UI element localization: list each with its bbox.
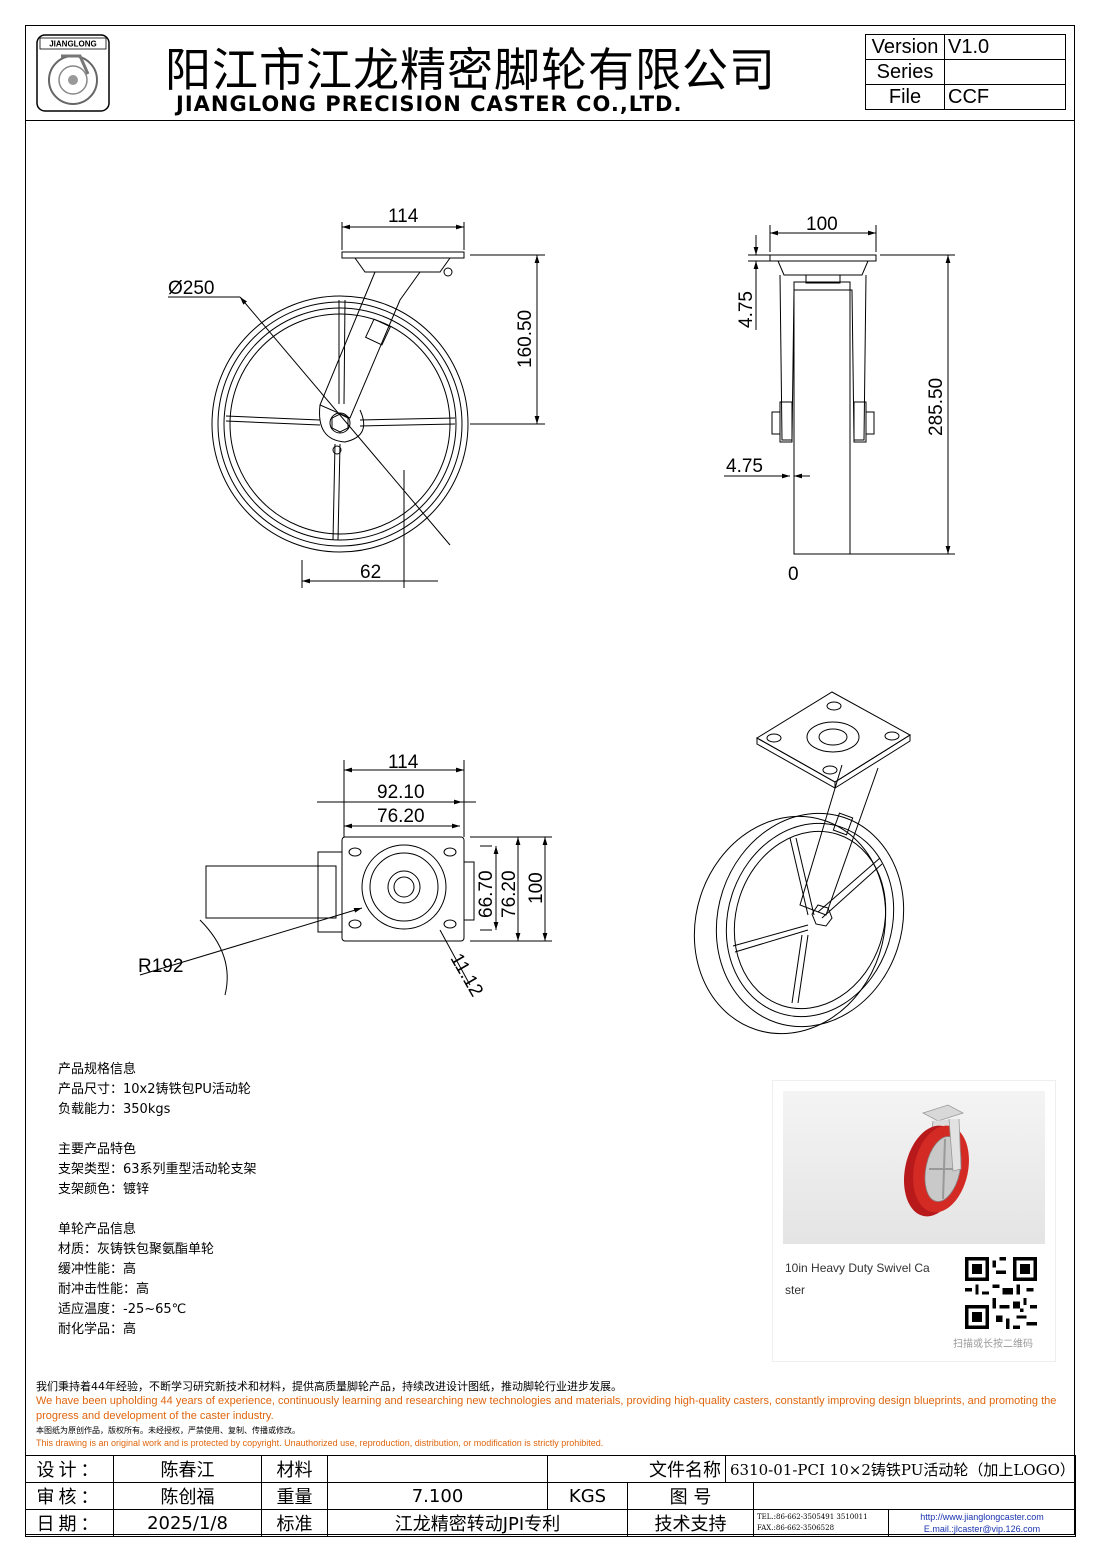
- standard-value: 江龙精密转动JPI专利: [327, 1509, 628, 1537]
- spec-material: 材质：灰铸铁包聚氨酯单轮: [58, 1242, 215, 1257]
- dim-front-offset: 62: [360, 562, 381, 583]
- title-block: 设计： 陈春江 材料 文件名称 6310-01-PCI 10×2铸铁PU活动轮（…: [25, 1455, 1076, 1537]
- material-label: 材料: [261, 1455, 328, 1483]
- technical-drawings: 114 Ø250 160.50 62 100 4.75 285.50 4.75 …: [138, 206, 955, 1035]
- dim-top-92: 92.10: [377, 782, 425, 803]
- standard-label: 标准: [261, 1509, 328, 1537]
- specs-group3-title: 单轮产品信息: [58, 1222, 137, 1237]
- website-link[interactable]: http://www.jianglongcaster.com: [920, 1512, 1044, 1522]
- product-photo: [783, 1091, 1045, 1244]
- contact-phone: TEL.:86-662-3505491 3510011 FAX.:86-662-…: [753, 1509, 889, 1537]
- dim-side-height: 285.50: [926, 378, 947, 436]
- support-label: 技术支持: [627, 1509, 754, 1537]
- fax: FAX.:86-662-3506528: [757, 1524, 835, 1532]
- logo-text: JIANGLONG: [49, 40, 97, 49]
- spec-cushion: 缓冲性能：高: [58, 1262, 137, 1277]
- header-divider: [25, 120, 1075, 121]
- date-value: 2025/1/8: [113, 1509, 262, 1537]
- version-label: Version: [865, 34, 945, 60]
- dim-top-hole: 11.12: [446, 950, 487, 1000]
- tel: TEL.:86-662-3505491 3510011: [757, 1513, 868, 1521]
- dim-top-76: 76.20: [377, 806, 425, 827]
- weight-label: 重量: [261, 1482, 328, 1510]
- spec-impact: 耐冲击性能：高: [58, 1282, 150, 1297]
- reviewer-name: 陈创福: [113, 1482, 262, 1510]
- product-caption-line2: ster: [785, 1283, 806, 1297]
- dim-side-plate: 4.75: [736, 291, 757, 328]
- product-caption: 10in Heavy Duty Swivel Ca ster: [785, 1257, 945, 1301]
- series-value: [944, 59, 1066, 85]
- spec-load: 负载能力：350kgs: [58, 1102, 171, 1117]
- side-view: [724, 225, 955, 555]
- drawing-no-value: [753, 1482, 1076, 1510]
- notice-cn: 我们秉持着44年经验，不断学习研究新技术和材料，提供高质量脚轮产品，持续改进设计…: [36, 1380, 622, 1393]
- spec-bracket-type: 支架类型：63系列重型活动轮支架: [58, 1162, 257, 1177]
- dim-front-diameter: Ø250: [168, 278, 214, 299]
- dim-top-76v: 76.20: [499, 870, 520, 918]
- top-view: [139, 760, 552, 996]
- product-specs: 产品规格信息 产品尺寸：10x2铸铁包PU活动轮 负载能力：350kgs 主要产…: [58, 1060, 257, 1340]
- contact-web: http://www.jianglongcaster.com E.mail.:j…: [888, 1509, 1076, 1537]
- weight-value: 7.100: [327, 1482, 548, 1510]
- qr-caption: 扫描或长按二维码: [953, 1339, 1033, 1350]
- spec-bracket-color: 支架颜色：镀锌: [58, 1182, 150, 1197]
- spec-chemical: 耐化学品：高: [58, 1322, 137, 1337]
- dim-side-bottom: 4.75: [726, 456, 763, 477]
- notice-en: We have been upholding 44 years of exper…: [36, 1395, 1057, 1422]
- specs-group2-title: 主要产品特色: [58, 1142, 137, 1157]
- designer-name: 陈春江: [113, 1455, 262, 1483]
- product-card: 10in Heavy Duty Swivel Ca ster 扫描或长按二维码: [772, 1080, 1056, 1362]
- dim-top-100: 100: [526, 872, 547, 904]
- filename-value: 6310-01-PCI 10×2铸铁PU活动轮（加上LOGO）: [725, 1455, 1076, 1483]
- dim-top-66: 66.70: [476, 870, 497, 918]
- review-label: 审核：: [25, 1482, 114, 1510]
- copyright-cn: 本图纸为原创作品，版权所有。未经授权，严禁使用、复制、传播或修改。: [36, 1426, 300, 1435]
- date-label: 日期：: [25, 1509, 114, 1537]
- file-label: File: [865, 84, 945, 110]
- company-logo: JIANGLONG: [36, 34, 110, 112]
- company-name-en: JIANGLONG PRECISION CASTER CO.,LTD.: [176, 92, 683, 116]
- specs-group1-title: 产品规格信息: [58, 1062, 137, 1077]
- material-value: [327, 1455, 548, 1483]
- weight-unit: KGS: [547, 1482, 628, 1510]
- company-name-cn: 阳江市江龙精密脚轮有限公司: [165, 43, 776, 97]
- design-label: 设计：: [25, 1455, 114, 1483]
- spec-temperature: 适应温度：-25~65℃: [58, 1302, 187, 1317]
- dim-side-width: 100: [806, 214, 838, 235]
- front-view: [168, 222, 545, 588]
- filename-label: 文件名称: [547, 1455, 726, 1483]
- copyright-en: This drawing is an original work and is …: [36, 1438, 604, 1448]
- notice-block: 我们秉持着44年经验，不断学习研究新技术和材料，提供高质量脚轮产品，持续改进设计…: [36, 1379, 1076, 1450]
- dim-top-114: 114: [388, 752, 419, 773]
- drawing-no-label: 图 号: [627, 1482, 754, 1510]
- dim-top-radius: R192: [138, 956, 183, 977]
- spec-size: 产品尺寸：10x2铸铁包PU活动轮: [58, 1082, 251, 1097]
- qr-code-icon[interactable]: [965, 1257, 1037, 1329]
- product-caption-line1: 10in Heavy Duty Swivel Ca: [785, 1261, 930, 1275]
- dim-side-zero: 0: [788, 564, 799, 585]
- dim-front-height: 160.50: [515, 310, 536, 368]
- email-link[interactable]: E.mail.:jlcaster@vip.126.com: [923, 1524, 1041, 1534]
- isometric-view: [693, 691, 911, 1035]
- dim-front-width: 114: [388, 206, 419, 227]
- file-value: CCF: [944, 84, 1066, 110]
